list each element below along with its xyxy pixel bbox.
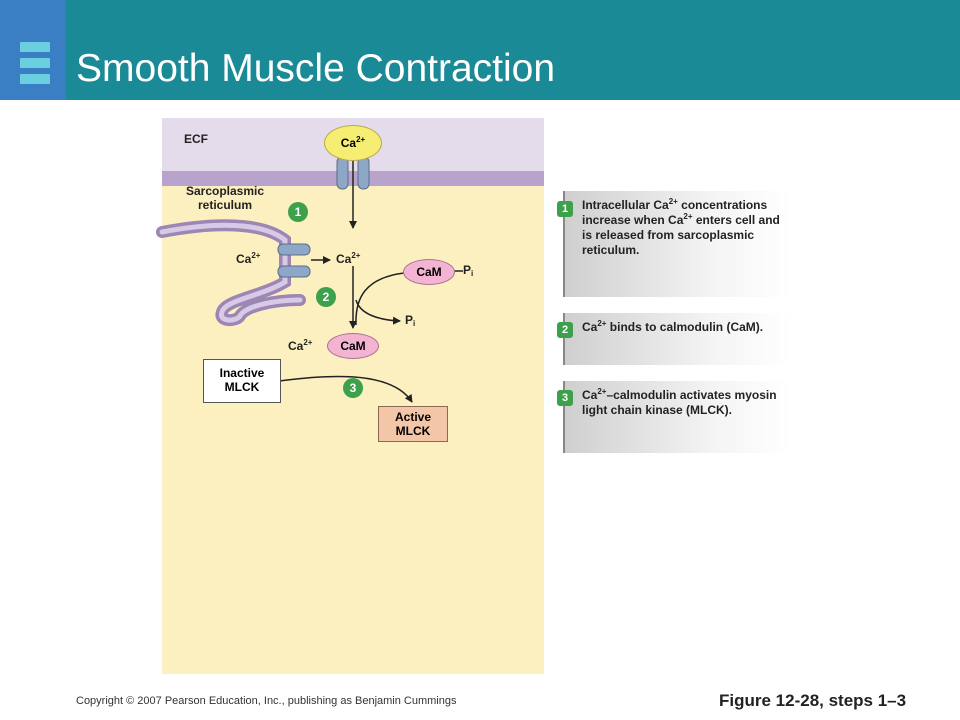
inactive-mlck-line2: MLCK (224, 380, 260, 394)
active-mlck-line1: Active (394, 410, 432, 424)
text-run: Ca (582, 388, 598, 402)
phosphate-sub: i (471, 269, 474, 278)
logo-block (0, 0, 66, 100)
text-run: –calmodulin activates myosin light chain… (582, 388, 777, 417)
sr-channel-bottom (277, 265, 311, 278)
logo-bar-icon (20, 42, 50, 52)
sr-lumen (159, 222, 303, 323)
text-run: concentrations increase when Ca (582, 198, 768, 227)
sr-label: Sarcoplasmic reticulum (170, 184, 280, 212)
phosphate-symbol: P (463, 263, 472, 277)
panel-background (563, 313, 791, 365)
ion-symbol: Ca (288, 339, 304, 353)
active-mlck-line2: MLCK (395, 424, 431, 438)
step-panel-text-1: Intracellular Ca2+ concentrations increa… (582, 198, 787, 258)
step-panel-2: 2 Ca2+ binds to calmodulin (CaM). (557, 313, 791, 365)
phosphate-sub: i (413, 319, 416, 328)
step-badge-1: 1 (288, 202, 308, 222)
ion-charge: 2+ (303, 338, 313, 347)
text-run: Intracellular Ca (582, 198, 669, 212)
ion-charge: 2+ (683, 212, 693, 221)
ecf-label: ECF (184, 132, 208, 146)
calcium-label-cytosol: Ca2+ (336, 251, 361, 267)
logo-bar-icon (20, 58, 50, 68)
step-panel-1: 1 Intracellular Ca2+ concentrations incr… (557, 191, 791, 297)
ion-symbol: Ca (336, 252, 352, 266)
membrane-channel-left (336, 156, 349, 190)
panel-background (563, 191, 791, 297)
step-panel-badge-2: 2 (557, 322, 573, 338)
step-panel-text-2: Ca2+ binds to calmodulin (CaM). (582, 320, 787, 335)
activation-arrow (278, 375, 413, 403)
pi-release-arrow (355, 299, 401, 325)
phosphate-label-released: Pi (405, 313, 416, 328)
inactive-mlck-line1: Inactive (219, 366, 265, 380)
membrane-channel-right (357, 156, 370, 190)
sr-label-line1: Sarcoplasmic (185, 184, 265, 198)
cam-curve-arrow (355, 272, 405, 326)
step-panel-text-3: Ca2+–calmodulin activates myosin light c… (582, 388, 787, 418)
panel-background (563, 381, 791, 453)
text-run: enters cell and is released from sarcopl… (582, 213, 780, 257)
slide-title: Smooth Muscle Contraction (76, 47, 556, 90)
calcium-ion-extracellular: Ca2+ (324, 125, 382, 161)
active-mlck-box: Active MLCK (378, 406, 448, 442)
calmodulin-complex: CaM (327, 333, 379, 359)
calmodulin-phosphorylated: CaM (403, 259, 455, 285)
ion-charge: 2+ (356, 135, 366, 144)
step-panel-badge-1: 1 (557, 201, 573, 217)
ion-charge: 2+ (251, 251, 261, 260)
sr-channel-top (277, 243, 311, 256)
logo-bar-icon (20, 74, 50, 84)
ion-charge: 2+ (597, 387, 607, 396)
calcium-label-complex: Ca2+ (288, 338, 313, 354)
ion-charge: 2+ (597, 319, 607, 328)
figure-caption: Figure 12-28, steps 1–3 (719, 691, 907, 710)
copyright-text: Copyright © 2007 Pearson Education, Inc.… (76, 695, 457, 707)
title-bar: Smooth Muscle Contraction (0, 0, 960, 100)
ion-symbol: Ca (236, 252, 252, 266)
ion-symbol: Ca (340, 136, 357, 150)
phosphate-label-bound: Pi (463, 263, 474, 278)
ion-charge: 2+ (351, 251, 361, 260)
text-run: Ca (582, 320, 598, 334)
step-panel-badge-3: 3 (557, 390, 573, 406)
calcium-label-sr: Ca2+ (236, 251, 261, 267)
ion-charge: 2+ (668, 197, 678, 206)
text-run: binds to calmodulin (CaM). (606, 320, 764, 334)
inactive-mlck-box: Inactive MLCK (203, 359, 281, 403)
step-badge-2: 2 (316, 287, 336, 307)
phosphate-symbol: P (405, 313, 414, 327)
sr-label-line2: reticulum (197, 198, 252, 212)
step-panel-3: 3 Ca2+–calmodulin activates myosin light… (557, 381, 791, 453)
step-badge-3: 3 (343, 378, 363, 398)
